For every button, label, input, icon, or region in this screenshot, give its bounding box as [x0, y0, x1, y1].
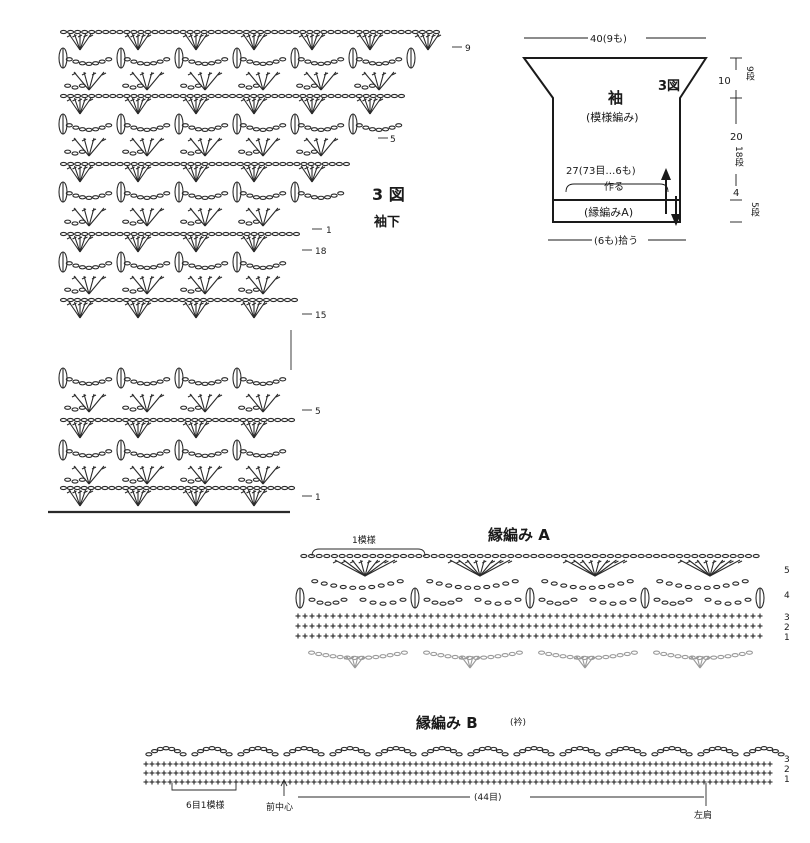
- edging-b-count-label: (44目): [474, 792, 501, 803]
- edging-b-row-3: 3: [784, 755, 790, 765]
- edging-b-stitch-chart: [143, 746, 785, 785]
- edging-b-repeat-bracket: [171, 783, 237, 791]
- dim-rows-1: 9段: [744, 66, 755, 82]
- schematic-dimensions: 10 9段 20 18段 4 5段: [718, 66, 760, 218]
- part-name: 袖: [608, 89, 623, 107]
- edging-a-repeat-label: 1模様: [352, 534, 376, 546]
- dim-cm-3: 4: [733, 188, 739, 199]
- sleeve-row-label-1a: 1: [326, 226, 332, 236]
- sleeve-schematic: [522, 37, 742, 241]
- edging-a-stitch-chart: [295, 553, 765, 669]
- edging-a-row-labels: 5 4 3 2 1: [784, 566, 790, 643]
- border-band: [552, 199, 681, 223]
- edging-b-row-2: 2: [784, 765, 790, 775]
- edging-b-title: 縁編み B: [416, 714, 478, 732]
- sleeve-row-label-5a: 5: [390, 135, 396, 145]
- edging-b-title-note: (衿): [510, 716, 526, 728]
- edging-a-row-3: 3: [784, 613, 790, 623]
- edging-b-row-labels: 3 2 1: [784, 755, 790, 785]
- sleeve-row-labels: 9 5 1 18 15 5 1: [315, 44, 471, 503]
- top-width-label: 40(9も): [590, 33, 627, 45]
- dim-cm-1: 10: [718, 76, 731, 87]
- edging-b-row-1: 1: [784, 775, 790, 785]
- sleeve-chart-subtitle: 袖下: [374, 214, 400, 230]
- figure-label: 3図: [658, 79, 680, 94]
- sleeve-row-label-15: 15: [315, 311, 326, 321]
- make-note: 作る: [604, 181, 624, 193]
- bottom-width-label: (6も)拾う: [594, 234, 638, 247]
- edging-a-row-1: 1: [784, 633, 790, 643]
- sleeve-chart-title: 3 図: [372, 185, 405, 204]
- dim-cm-2: 20: [730, 132, 743, 143]
- sleeve-row-label-1b: 1: [315, 493, 321, 503]
- edging-a-foundation-row: [308, 650, 753, 669]
- make-bracket: [565, 183, 669, 193]
- dim-rows-2: 18段: [733, 146, 744, 167]
- edging-b-shoulder-label: 左肩: [694, 809, 712, 821]
- border-name: (縁編みA): [584, 205, 633, 219]
- stitch-note: 27(73目…6も): [566, 165, 636, 177]
- edging-a-title: 縁編み A: [488, 526, 550, 544]
- dim-rows-3: 5段: [749, 202, 760, 218]
- edging-b-center-label: 前中心: [266, 801, 293, 813]
- sleeve-row-label-9: 9: [465, 44, 471, 54]
- sleeve-row-label-18: 18: [315, 247, 327, 257]
- edging-b-repeat-label: 6目1模様: [186, 799, 224, 811]
- edging-a-repeat-bracket: [311, 548, 426, 557]
- sleeve-stitch-chart: [48, 29, 442, 514]
- sleeve-row-arrows: [290, 46, 462, 497]
- pattern-name: (模様編み): [586, 110, 639, 124]
- edging-a-row-2: 2: [784, 623, 790, 633]
- sleeve-row-label-5b: 5: [315, 407, 321, 417]
- edging-a-row-5: 5: [784, 566, 790, 576]
- edging-a-row-4: 4: [784, 591, 790, 601]
